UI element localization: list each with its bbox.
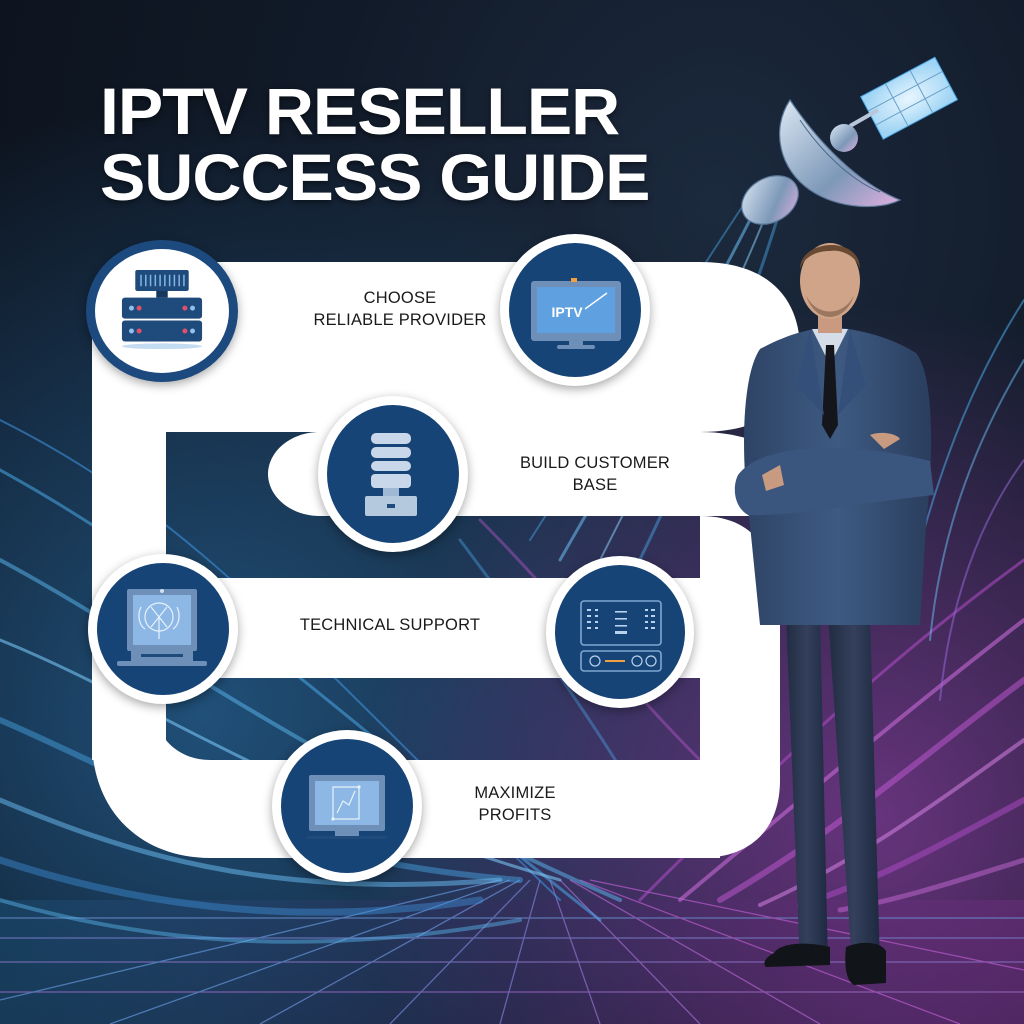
step-node-customer-base <box>318 396 468 552</box>
step-label-line: TECHNICAL SUPPORT <box>299 616 481 634</box>
step-node-control-panel <box>546 556 694 708</box>
step-label-line: BASE <box>572 476 618 494</box>
step-node-maximize-profits <box>272 730 422 882</box>
control-panel-icon <box>580 600 662 672</box>
step-label-build-customer-base: BUILD CUSTOMER BASE <box>490 452 700 496</box>
step-label-technical-support: TECHNICAL SUPPORT <box>270 614 510 636</box>
step-node-iptv: IPTV <box>500 234 650 386</box>
step-label-maximize-profits: MAXIMIZE PROFITS <box>440 782 590 826</box>
support-monitor-icon <box>117 589 207 666</box>
satellite-icon <box>741 56 959 225</box>
title-line-2: SUCCESS GUIDE <box>100 140 650 214</box>
iptv-screen-text: IPTV <box>551 304 583 320</box>
step-label-line: PROFITS <box>478 806 552 824</box>
step-node-technical-support <box>88 554 238 704</box>
step-label-line: BUILD CUSTOMER <box>519 454 671 472</box>
database-icon <box>365 433 417 516</box>
page-title: IPTV RESELLER SUCCESS GUIDE <box>100 78 650 210</box>
title-line-1: IPTV RESELLER <box>100 74 620 148</box>
iptv-tv-icon: IPTV <box>531 278 621 349</box>
step-label-line: RELIABLE PROVIDER <box>313 311 487 329</box>
server-stack-icon <box>121 269 203 350</box>
step-node-provider <box>86 240 238 382</box>
chart-monitor-icon <box>307 775 387 839</box>
step-label-choose-provider: CHOOSE RELIABLE PROVIDER <box>300 287 500 331</box>
step-label-line: CHOOSE <box>363 289 437 307</box>
businessman-figure <box>734 243 934 985</box>
step-label-line: MAXIMIZE <box>474 784 556 802</box>
